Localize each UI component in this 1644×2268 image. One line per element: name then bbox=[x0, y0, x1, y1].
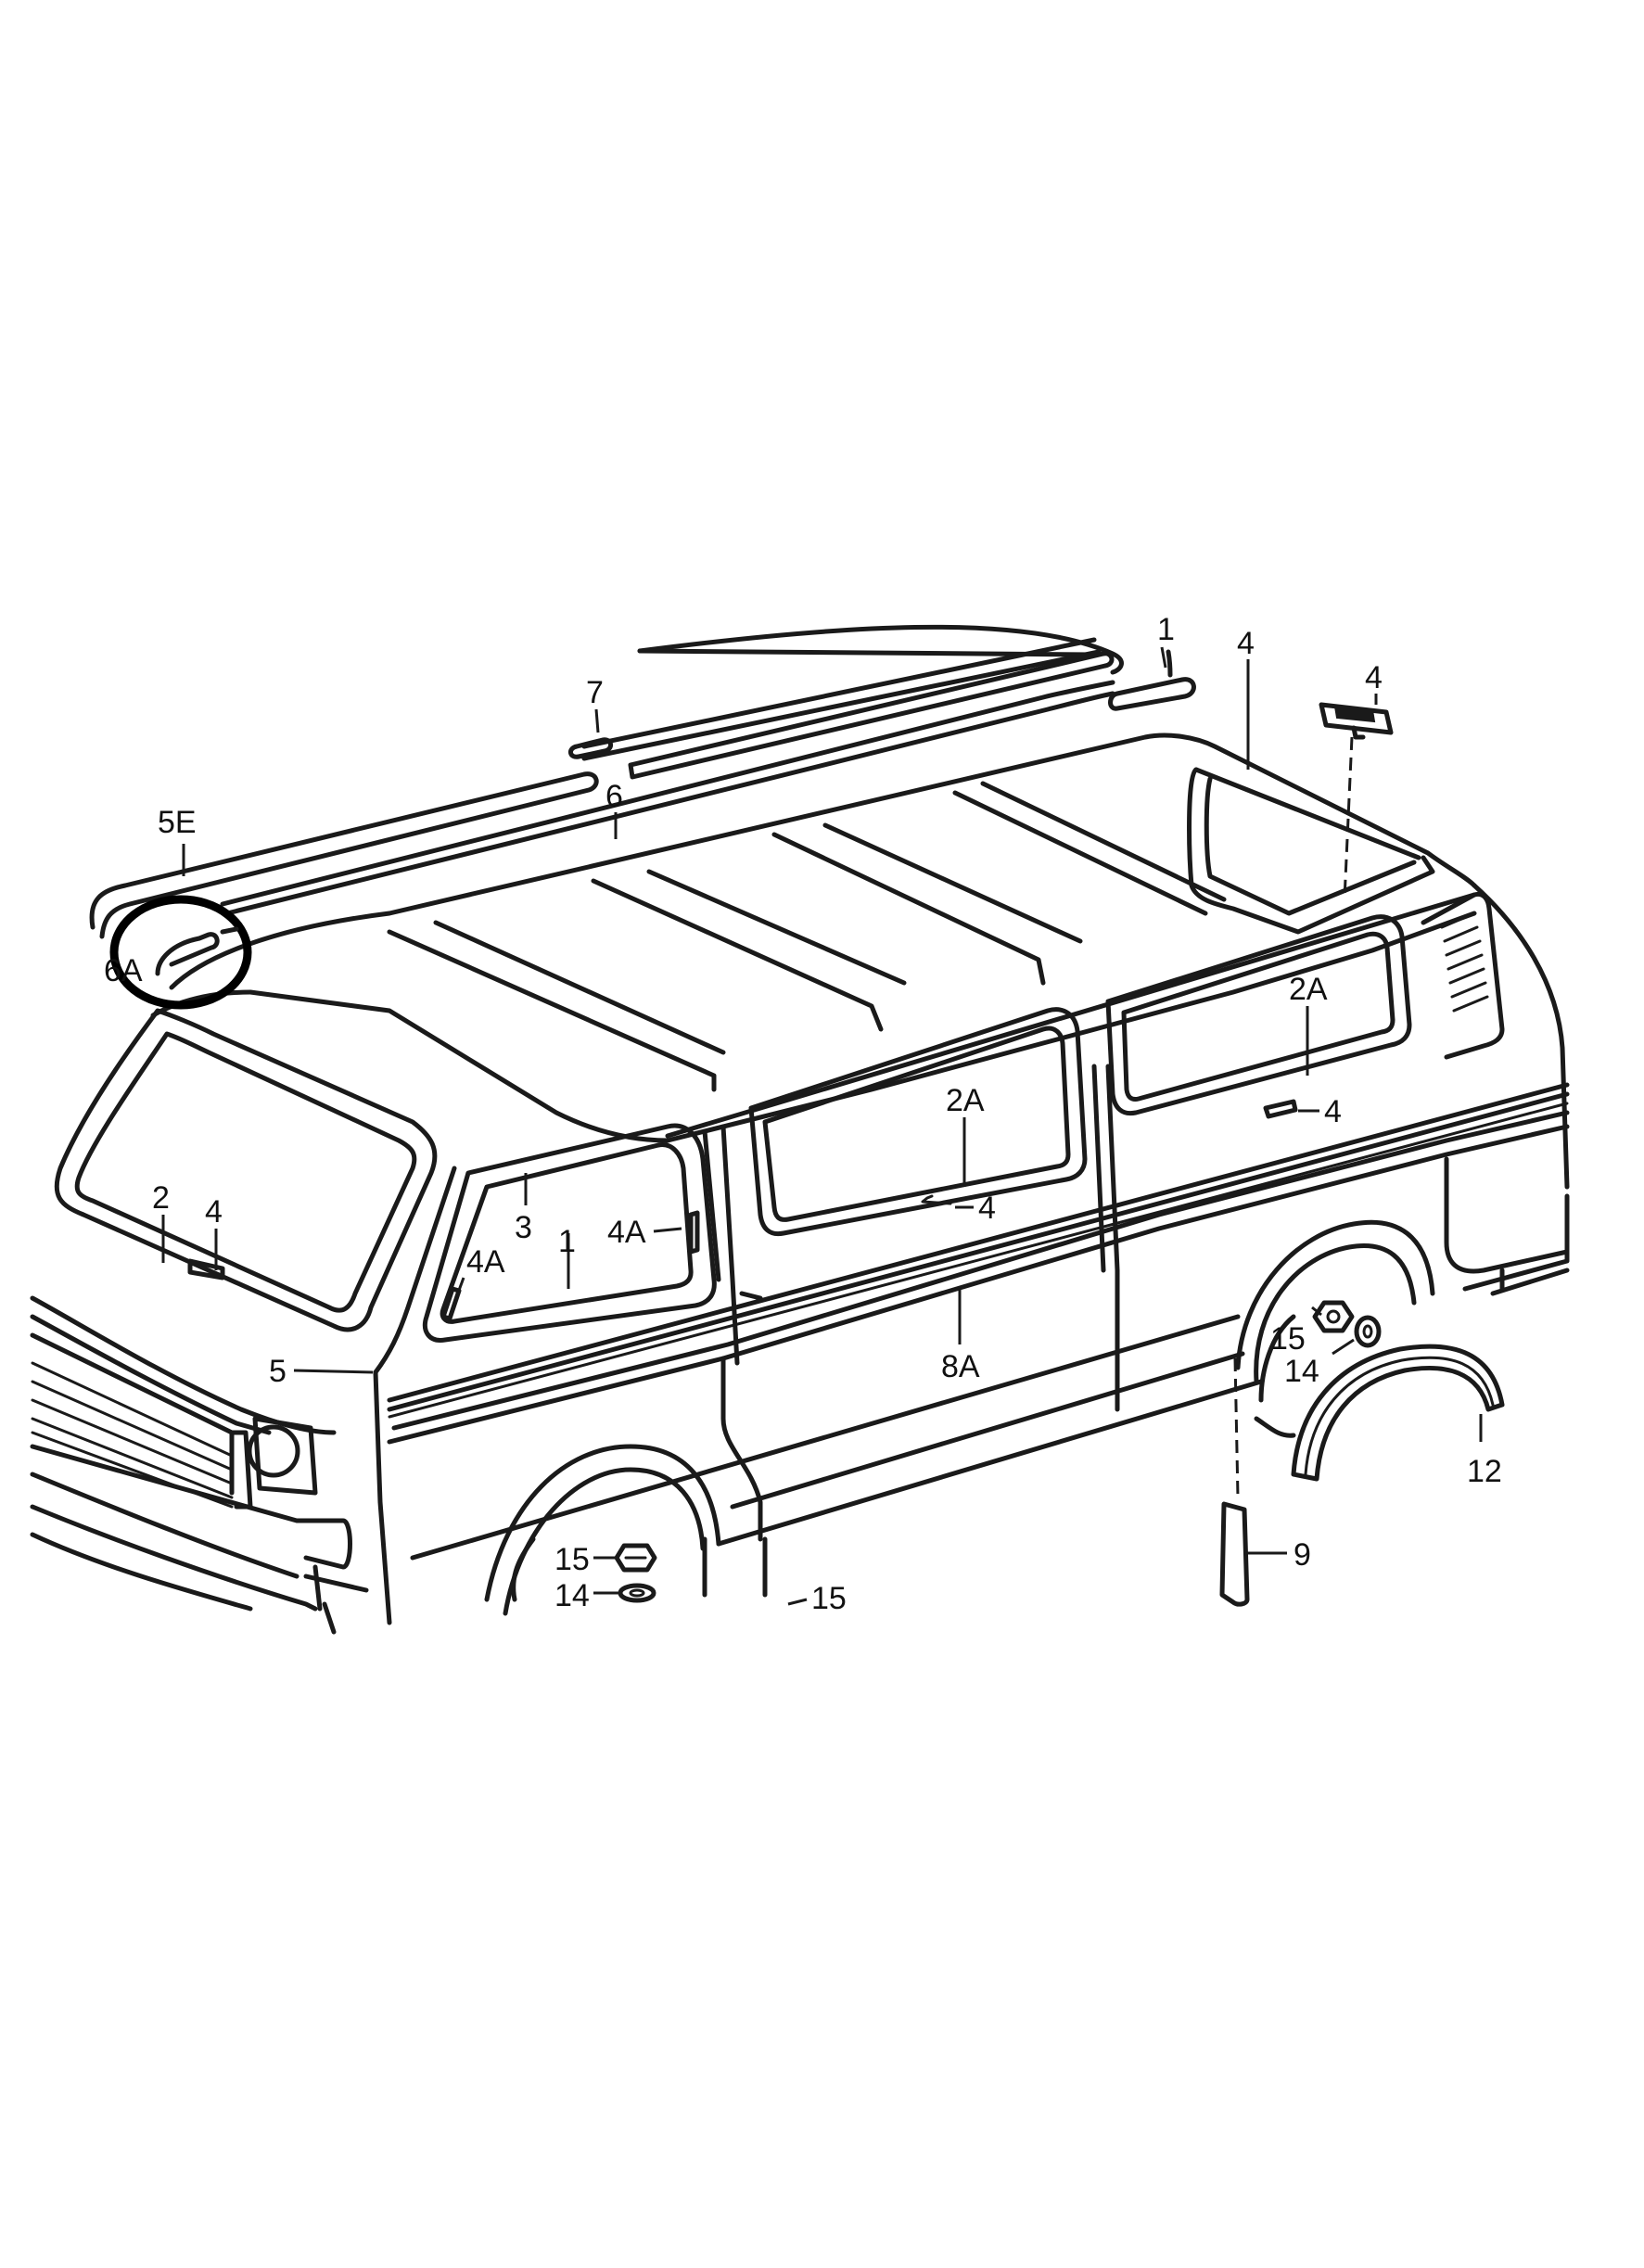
callout-4-windshield: 4 bbox=[205, 1194, 223, 1230]
callout-8A: 8A bbox=[941, 1349, 980, 1384]
callout-leaders bbox=[161, 646, 1483, 1606]
rear-window-glass bbox=[1187, 767, 1435, 935]
rear-wheel-arch bbox=[1235, 1219, 1435, 1438]
rail-clip-7 bbox=[568, 737, 613, 759]
callout-4-rear-clip: 4 bbox=[1365, 660, 1383, 695]
front-washer-part-14 bbox=[618, 1583, 656, 1603]
callout-2: 2 bbox=[152, 1180, 170, 1216]
callout-5E: 5E bbox=[158, 805, 197, 840]
highlight-circle bbox=[109, 895, 252, 1010]
roof-rail-trim bbox=[89, 624, 1196, 939]
callout-9: 9 bbox=[1294, 1537, 1311, 1573]
callout-14-rear: 14 bbox=[1284, 1354, 1319, 1389]
callout-2A-rear: 2A bbox=[1289, 972, 1328, 1007]
middle-side-window bbox=[748, 1007, 1088, 1237]
windshield bbox=[54, 1008, 438, 1332]
callout-12: 12 bbox=[1467, 1454, 1502, 1489]
callout-6: 6 bbox=[605, 779, 623, 814]
callout-5: 5 bbox=[269, 1354, 287, 1389]
windshield-clip-part-4 bbox=[187, 1258, 225, 1281]
mud-flap-dashed-line bbox=[1233, 1357, 1240, 1498]
callout-14-front: 14 bbox=[554, 1578, 590, 1613]
callout-1: 1 bbox=[558, 1224, 576, 1259]
callout-15-front: 15 bbox=[554, 1542, 590, 1577]
callout-3: 3 bbox=[515, 1210, 532, 1245]
callout-4A-right: 4A bbox=[607, 1215, 646, 1250]
callout-labels: 5E 6A 6 7 1 4 4 2A 4 2A 4 2 4 3 4A 1 4A … bbox=[104, 612, 1502, 1616]
front-door-window bbox=[373, 1123, 717, 1375]
rear-clip-part-4 bbox=[1319, 702, 1394, 740]
callout-4-rear-glass: 4 bbox=[1237, 626, 1255, 661]
callout-15-rear: 15 bbox=[1270, 1321, 1306, 1357]
tail-light bbox=[1421, 883, 1570, 1190]
rear-nut-part-15 bbox=[1312, 1300, 1355, 1333]
front-nut-part-15 bbox=[614, 1543, 657, 1573]
callout-7: 7 bbox=[586, 675, 604, 710]
callout-4A-left: 4A bbox=[466, 1244, 505, 1280]
callout-4-mid-window: 4 bbox=[978, 1191, 996, 1226]
rear-washer-part-14 bbox=[1354, 1315, 1382, 1348]
callout-2A-mid: 2A bbox=[946, 1083, 985, 1118]
mud-flap-part-9 bbox=[1219, 1501, 1250, 1607]
van-roof bbox=[150, 733, 1477, 1143]
rear-side-window bbox=[1105, 914, 1412, 1119]
callout-4-rear-window: 4 bbox=[1324, 1094, 1342, 1129]
callout-15-bottom: 15 bbox=[811, 1581, 847, 1616]
front-wheel-arch bbox=[484, 1444, 721, 1616]
van-front-end bbox=[30, 1295, 369, 1635]
wheel-arch-trim-part-12 bbox=[1291, 1344, 1505, 1482]
van-body-side bbox=[373, 1064, 1570, 1625]
callout-1-top: 1 bbox=[1157, 612, 1175, 647]
callout-6A: 6A bbox=[104, 953, 143, 988]
rear-clip-dashed-line bbox=[1343, 736, 1354, 900]
